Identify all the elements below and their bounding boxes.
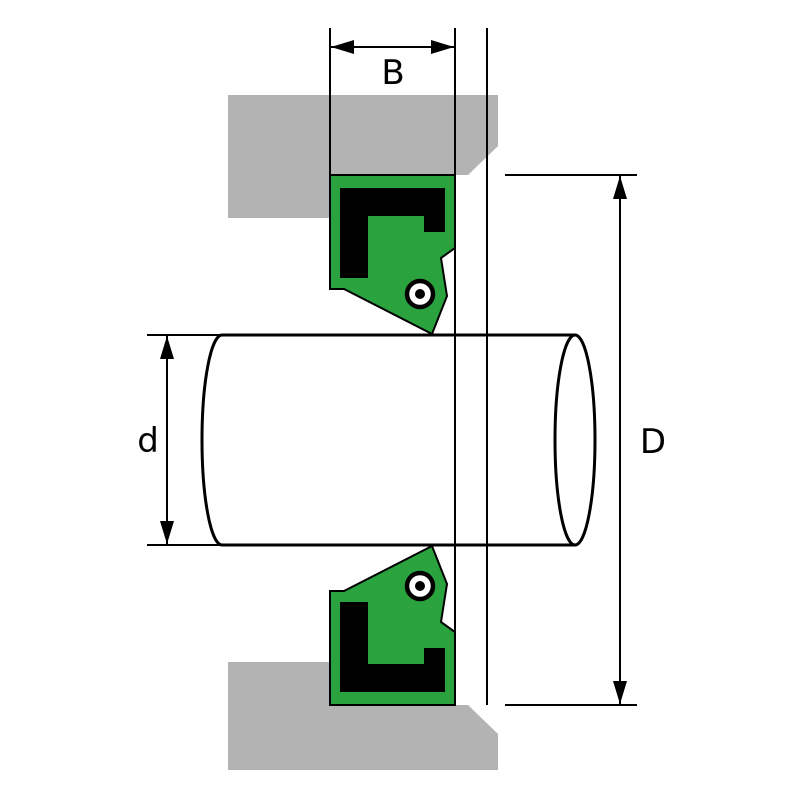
dimension-D-label: D	[640, 422, 666, 462]
dimension-D: D	[505, 174, 666, 706]
housing-upper-block	[228, 95, 498, 218]
shaft-end-face	[553, 333, 597, 547]
seal-lower	[329, 544, 456, 706]
dimension-d-arrow-bottom	[160, 521, 174, 544]
seal-upper-metal-case	[340, 188, 445, 278]
dimension-B-arrow-left	[331, 40, 354, 54]
seal-lower-garter-spring-center	[415, 581, 425, 591]
seal-upper	[329, 174, 456, 336]
dimension-D-arrow-bottom	[613, 681, 627, 704]
dimension-B: B	[329, 28, 455, 175]
dimension-d-arrow-top	[160, 336, 174, 359]
housing	[228, 95, 498, 770]
housing-face-lines	[454, 28, 488, 705]
housing-lower-block	[228, 662, 498, 770]
dimension-B-label: B	[381, 53, 404, 93]
dimension-d: d	[137, 334, 221, 546]
dimension-D-arrow-top	[613, 176, 627, 199]
seal-upper-garter-spring-center	[415, 289, 425, 299]
shaft-body	[200, 333, 577, 547]
shaft	[200, 333, 597, 547]
seal-lower-metal-case	[340, 602, 445, 692]
dimension-B-arrow-right	[431, 40, 454, 54]
dimension-d-label: d	[137, 421, 159, 461]
